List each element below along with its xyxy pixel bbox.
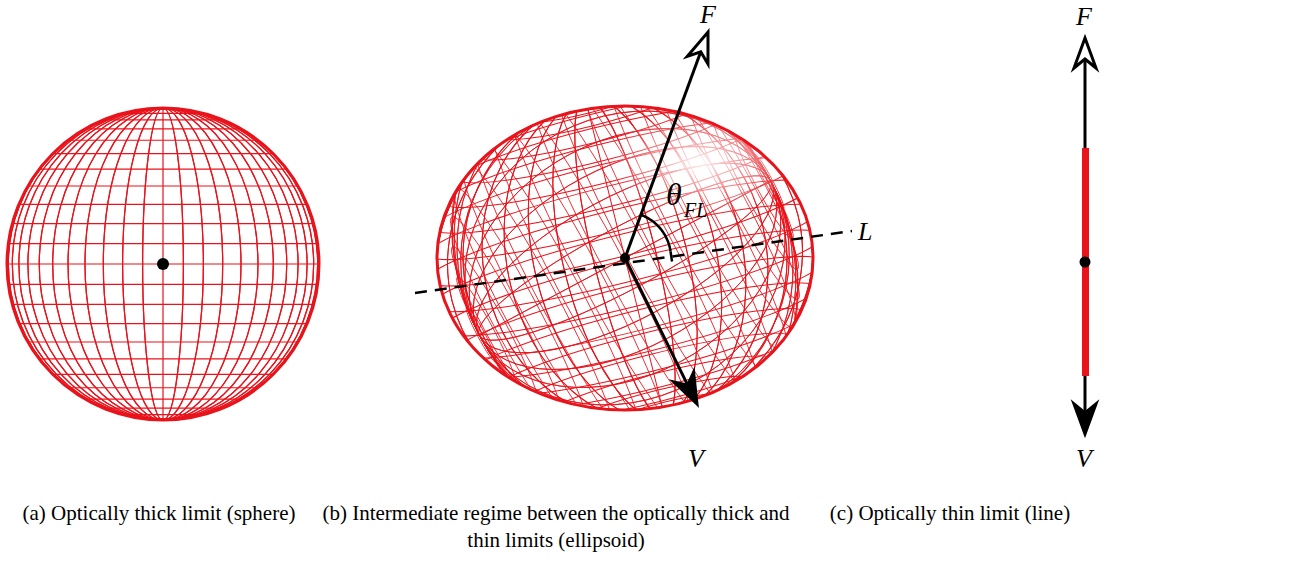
line-limit — [1074, 38, 1096, 434]
angle-symbol: θ — [666, 178, 682, 210]
latitude-line — [534, 60, 761, 431]
latitude-line — [39, 358, 287, 359]
latitude-line — [53, 374, 274, 375]
latitude-line — [103, 408, 222, 409]
latitude-line — [123, 113, 204, 114]
force-label: F — [1076, 4, 1092, 30]
meridian-line — [390, 13, 860, 504]
v-vector-head — [1074, 404, 1096, 434]
meridian-line — [428, 59, 822, 457]
latitude-line — [68, 387, 258, 388]
latitude-line — [85, 128, 241, 129]
meridian-line — [413, 56, 837, 461]
meridian-line — [396, 23, 855, 493]
meridian-line — [401, 52, 850, 464]
axis-line — [415, 231, 852, 293]
panel-caption: (a) Optically thick limit (sphere) — [4, 500, 314, 527]
force-label: F — [700, 2, 716, 28]
axis-label: L — [858, 219, 872, 245]
latitude-line — [19, 204, 307, 205]
meridian-line — [391, 50, 859, 467]
sphere-wireframe — [7, 108, 319, 420]
sphere-outline — [7, 108, 319, 420]
meridian-line — [403, 38, 846, 479]
meridian-line — [393, 50, 856, 466]
meridian-line — [424, 77, 826, 440]
vector-arrows — [415, 32, 852, 404]
meridian-line — [448, 64, 802, 453]
latitude-line — [53, 153, 274, 154]
velocity-label: V — [1076, 446, 1092, 472]
meridian-line — [437, 100, 814, 415]
velocity-label: V — [688, 446, 704, 472]
panel-caption: (b) Intermediate regime between the opti… — [322, 500, 790, 555]
latitude-line — [8, 243, 317, 244]
angle-tick — [671, 252, 673, 262]
center-dot — [157, 258, 169, 270]
meridian-line — [412, 55, 838, 461]
v-vector-shaft — [625, 258, 688, 385]
meridian-line — [403, 38, 846, 479]
latitude-line — [8, 284, 317, 285]
latitude-line — [85, 398, 241, 399]
meridian-line — [401, 52, 850, 464]
meridian-line — [387, 6, 864, 510]
meridian-line — [7, 108, 319, 420]
meridian-line — [393, 50, 856, 466]
ellipsoid-outline — [437, 106, 813, 410]
v-vector-head — [674, 372, 697, 404]
ellipsoid-wireframe — [384, 3, 866, 513]
latitude-line — [12, 304, 313, 305]
meridian-line — [396, 23, 855, 493]
meridian-line — [390, 13, 860, 504]
latitude-line — [68, 140, 258, 141]
meridian-line — [387, 6, 864, 510]
meridian-line — [424, 77, 826, 440]
latitude-line — [39, 168, 287, 169]
f-vector-shaft — [625, 52, 701, 258]
meridian-line — [448, 64, 802, 453]
panel-caption: (c) Optically thin limit (line) — [800, 500, 1100, 527]
latitude-line — [123, 414, 204, 415]
f-vector-head — [1074, 38, 1096, 68]
meridian-line — [413, 56, 837, 461]
center-dot — [620, 253, 630, 263]
latitude-line — [28, 341, 298, 342]
center-dot — [1080, 257, 1091, 268]
meridian-line — [412, 55, 838, 461]
angle-arc — [641, 215, 671, 252]
angle-subscript: FL — [684, 200, 707, 220]
latitude-line — [103, 119, 222, 120]
latitude-line — [19, 323, 307, 324]
meridian-line — [385, 4, 864, 512]
latitude-line — [28, 185, 298, 186]
latitude-line — [12, 223, 313, 224]
meridian-line — [428, 59, 822, 457]
meridian-line — [437, 100, 814, 415]
f-vector-head — [687, 32, 708, 64]
